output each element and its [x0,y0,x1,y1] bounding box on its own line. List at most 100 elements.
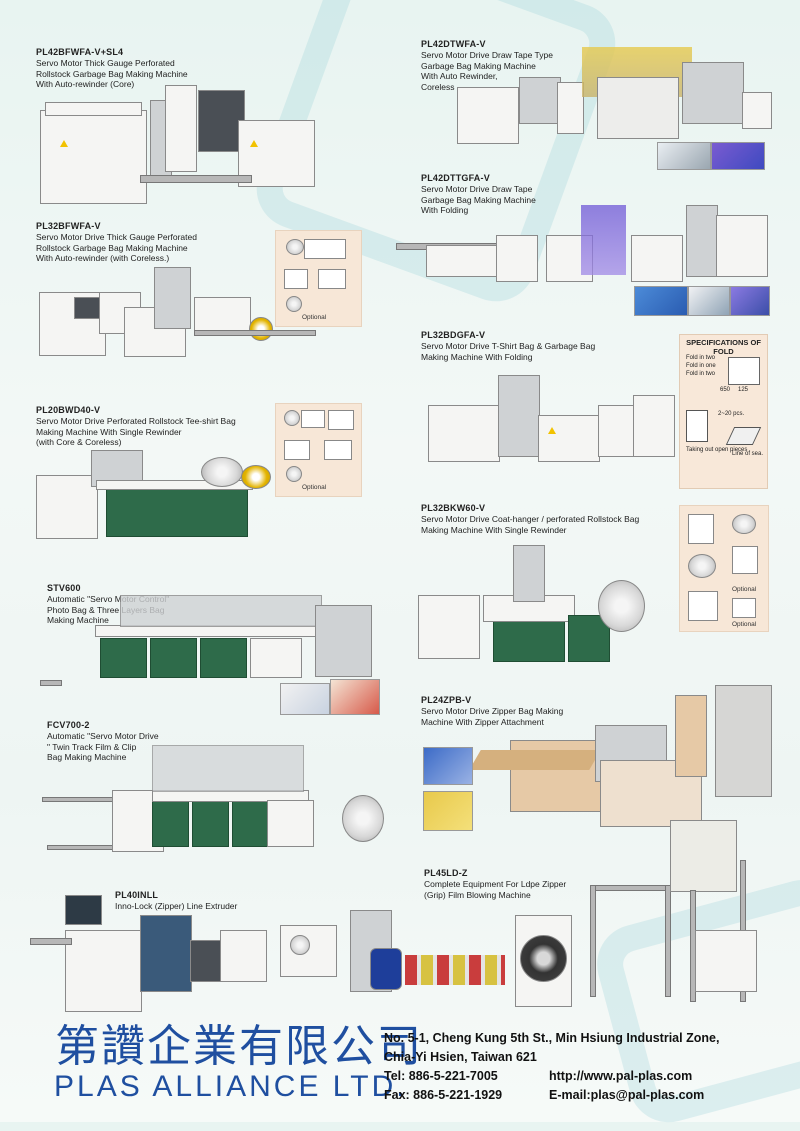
product-desc-line: With Auto-rewinder (Core) [36,79,135,89]
machine-photo-pl42dtwfa [457,37,772,147]
product-block: PL40INLL Inno-Lock (Zipper) Line Extrude… [115,890,237,912]
product-code: PL42DTTGFA-V [421,173,490,183]
address-line-2: Chia-Yi Hsien, Taiwan 621 [384,1050,537,1064]
product-block: PL24ZPB-V Servo Motor Drive Zipper Bag M… [421,695,563,727]
fold-spec-row: Fold in two [686,371,716,377]
product-desc-line: (Grip) Film Blowing Machine [424,889,531,900]
product-desc-line: Rollstock Garbage Bag Making Machine [36,242,188,253]
product-block: PL42BFWFA-V+SL4 Servo Motor Thick Gauge … [36,47,188,90]
fold-spec-line: Line of sea. [732,451,764,457]
product-desc-line: Rollstock Garbage Bag Making Machine [36,68,188,79]
product-sample-photo [423,791,473,831]
machine-photo-pl42dttgfa [396,195,771,285]
product-desc-line: Servo Motor Drive Perforated Rollstock T… [36,416,236,426]
product-sample-photo [688,286,730,316]
product-desc-line: Making Machine With Single Rewinder [36,426,182,437]
product-desc-line: Servo Motor Drive T-Shirt Bag & Garbage … [421,341,596,351]
product-desc-line: (with Core & Coreless) [36,437,122,447]
product-code: FCV700-2 [47,720,90,730]
machine-photo-stv600 [40,590,375,700]
product-block: PL42DTWFA-V Servo Motor Drive Draw Tape … [421,39,553,92]
product-code: PL32BDGFA-V [421,330,486,340]
product-desc-line: Coreless [421,81,455,92]
company-chinese-name: 第讚企業有限公司 [55,1021,423,1072]
product-desc-line: Servo Motor Drive Coat-hanger / perforat… [421,514,640,524]
product-desc-line: Photo Bag & Three Layers Bag [47,604,165,615]
product-block: PL20BWD40-V Servo Motor Drive Perforated… [36,405,236,448]
product-desc-line: Machine With Zipper Attachment [421,716,544,727]
product-block: STV600 Automatic "Servo Motor Control" P… [47,583,169,626]
product-code: PL24ZPB-V [421,695,472,705]
product-desc-line: Servo Motor Drive Draw Tape [421,184,533,194]
product-desc-line: Servo Motor Drive Draw Tape Type [421,50,553,60]
fax: Fax: 886-5-221-1929 [384,1088,503,1102]
product-sample-photo [657,142,711,170]
product-block: FCV700-2 Automatic "Servo Motor Drive " … [47,720,159,763]
product-code: PL32BFWFA-V [36,221,101,231]
product-code: PL42DTWFA-V [421,39,486,49]
machine-photo-pl45ld [515,820,795,1015]
fold-spec-row: 125 [738,387,749,393]
product-desc-line: With Auto-rewinder (with Coreless.) [36,253,170,263]
company-english-name: PLAS ALLIANCE LTD. [54,1070,408,1103]
optional-label: Optional [302,484,327,491]
product-desc-line: Servo Motor Drive Thick Gauge Perforated [36,232,197,242]
machine-photo-pl24zpb [469,685,775,835]
product-sample-photo [711,142,765,170]
fold-spec-row: 650 [720,387,731,393]
fold-spec-pcs: 2~20 pcs. [718,411,745,417]
product-desc-line: Servo Motor Drive Zipper Bag Making [421,706,564,716]
product-code: PL45LD-Z [424,868,468,878]
machine-photo-pl32bfwfa [34,262,319,357]
address-line-1: No. 5-1, Cheng Kung 5th St., Min Hsiung … [384,1031,720,1045]
machine-photo-fcv700 [42,735,397,865]
product-code: PL32BKW60-V [421,503,486,513]
machine-photo-pl20bwd40 [36,445,271,545]
fold-spec-title: SPECIFICATIONS OF FOLD [686,338,761,356]
optional-label: Optional [732,621,757,628]
telephone: Tel: 886-5-221-7005 [384,1069,498,1083]
fold-spec-row: Fold in one [686,363,716,369]
fold-spec-taking: Taking out open pieces [686,447,748,453]
product-desc-line: Making Machine [47,615,109,625]
product-block: PL32BKW60-V Servo Motor Drive Coat-hange… [421,503,639,535]
fold-spec-row: Fold in two [686,355,716,361]
product-desc-line: Bag Making Machine [47,752,127,762]
optional-label: Optional [732,586,757,593]
machine-photo-pl42bfwfa [40,80,315,205]
product-code: STV600 [47,583,81,593]
product-desc-line: Garbage Bag Making Machine [421,194,536,205]
optional-bag-types: Optional Optional [679,505,769,632]
product-code: PL42BFWFA-V+SL4 [36,47,124,57]
product-desc-line: Garbage Bag Making Machine [421,60,536,71]
product-sample-photo [730,286,770,316]
product-desc-line: Automatic "Servo Motor Drive [47,731,159,741]
optional-bag-types: Optional [275,230,362,327]
product-sample-photo [423,747,473,785]
product-desc-line: Inno-Lock (Zipper) Line Extruder [115,901,238,911]
product-code: PL40INLL [115,890,159,900]
product-desc-line: Automatic "Servo Motor Control" [47,594,170,604]
machine-photo-pl32bdgfa [428,365,678,470]
product-desc-line: Making Machine With Single Rewinder [421,524,567,535]
optional-label: Optional [302,314,327,321]
product-sample-photo [330,679,380,715]
machine-photo-pl32bkw60 [418,540,648,665]
product-sample-photo [634,286,688,316]
product-sample-photo [280,683,330,715]
product-block: PL45LD-Z Complete Equipment For Ldpe Zip… [424,868,566,900]
product-desc-line: " Twin Track Film & Clip [47,741,137,752]
fold-specifications-panel: SPECIFICATIONS OF FOLD Fold in two Fold … [679,334,768,489]
product-desc-line: Servo Motor Thick Gauge Perforated [36,58,175,68]
product-code: PL20BWD40-V [36,405,101,415]
product-desc-line: Making Machine With Folding [421,351,533,362]
product-block: PL42DTTGFA-V Servo Motor Drive Draw Tape… [421,173,536,216]
product-desc-line: With Folding [421,205,469,215]
product-desc-line: Complete Equipment For Ldpe Zipper [424,879,567,889]
machine-photo-pl40inll [30,890,510,1012]
website-link[interactable]: http://www.pal-plas.com [549,1069,693,1083]
product-block: PL32BDGFA-V Servo Motor Drive T-Shirt Ba… [421,330,595,362]
product-block: PL32BFWFA-V Servo Motor Drive Thick Gaug… [36,221,197,264]
email-link[interactable]: E-mail:plas@pal-plas.com [549,1088,705,1102]
product-desc-line: With Auto Rewinder, [421,71,498,81]
